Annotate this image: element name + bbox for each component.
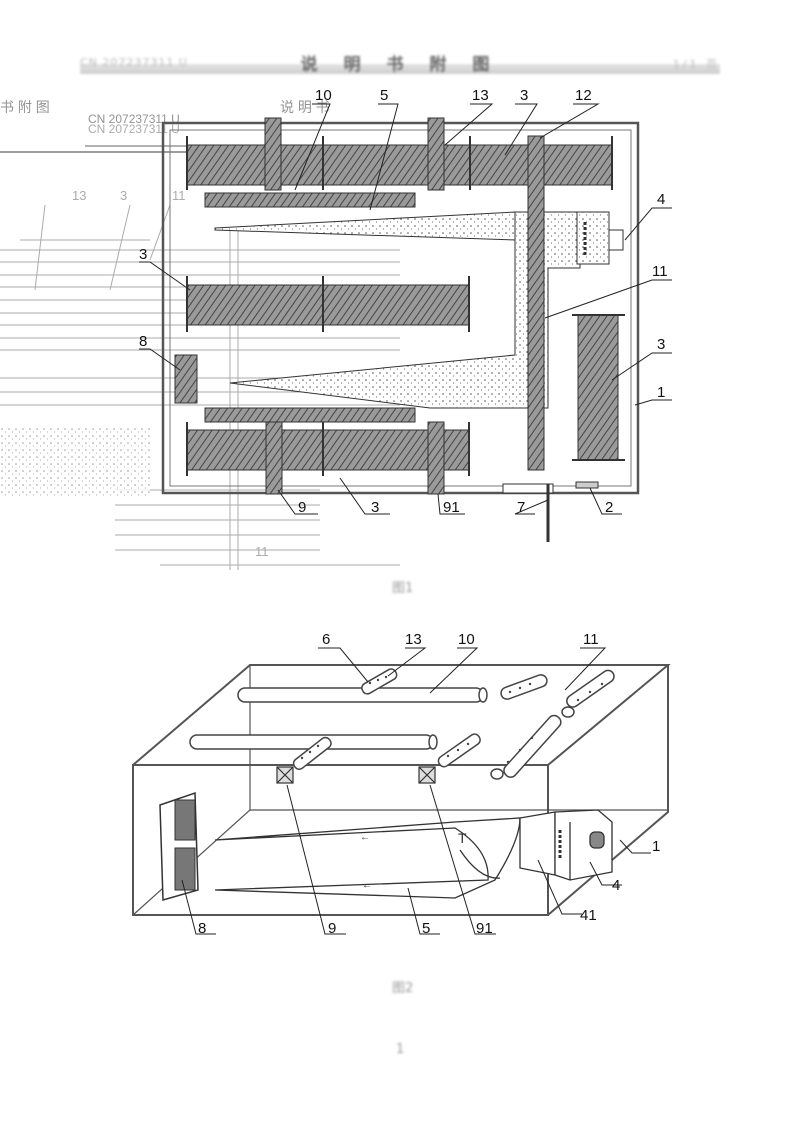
header-page-count: 1/1 页 xyxy=(672,58,720,71)
duct-10-upper xyxy=(204,192,416,208)
fig2-label-10: 10 xyxy=(458,631,475,648)
pipe-bank-bottom xyxy=(186,422,470,476)
ghost-patent-b: CN 207237311 U xyxy=(88,122,180,136)
fig2-label-8: 8 xyxy=(198,920,206,937)
fig1-label-91: 91 xyxy=(443,499,460,516)
fig1-label-10: 10 xyxy=(315,87,332,104)
fig1-label-3-right: 3 xyxy=(657,336,665,353)
pillar-12 xyxy=(527,135,545,471)
fan-91-column xyxy=(427,421,445,495)
fig1-label-8: 8 xyxy=(139,333,147,350)
figure-2-drawing: ← ← T 6 13 10 11 1 4 41 91 5 9 8 xyxy=(132,631,671,937)
fig2-pipe-holes xyxy=(300,675,604,764)
fig2-pipes xyxy=(189,668,615,780)
figure-2-caption: 图2 xyxy=(392,981,414,996)
fig1-label-4: 4 xyxy=(657,191,665,208)
unit-4 xyxy=(576,211,610,265)
fig1-label-1: 1 xyxy=(657,384,665,401)
page-number: 1 xyxy=(396,1042,405,1057)
fig2-label-9: 9 xyxy=(328,920,336,937)
ghost-patent-a: CN 207237311 U xyxy=(88,112,180,126)
fig1-label-5: 5 xyxy=(380,87,388,104)
fig1-label-13: 13 xyxy=(472,87,489,104)
duct-10-lower xyxy=(204,407,416,423)
fig2-unit-4 xyxy=(519,809,613,881)
header-patent-number: CN 207237311 U xyxy=(80,56,188,69)
fig1-label-3-top: 3 xyxy=(520,87,528,104)
fig1-label-12: 12 xyxy=(575,87,592,104)
svg-text:←: ← xyxy=(360,832,370,843)
leader-lines xyxy=(139,103,672,515)
fig2-heater-8 xyxy=(159,791,199,901)
fig1-label-3-left: 3 xyxy=(139,246,147,263)
pipe-bank-right xyxy=(572,314,625,461)
fig1-label-9: 9 xyxy=(298,499,306,516)
fig2-label-4: 4 xyxy=(612,877,620,894)
enclosure-inner xyxy=(169,129,632,487)
ghost-label-13: 13 xyxy=(72,188,86,203)
pipe-7-horizontal xyxy=(502,483,554,494)
door-2 xyxy=(575,481,599,489)
fig2-leader-lines xyxy=(181,647,651,935)
enclosure-outer xyxy=(161,121,640,495)
fan-9-column xyxy=(265,421,283,495)
ghost-label-3: 3 xyxy=(120,188,127,203)
fan-column-top-mid xyxy=(427,117,445,191)
pipe-bank-middle xyxy=(186,276,470,332)
fig2-label-41: 41 xyxy=(580,907,597,924)
fig1-label-3-bottom: 3 xyxy=(371,499,379,516)
fig2-label-6: 6 xyxy=(322,631,330,648)
header-rule xyxy=(80,64,720,74)
ghost-shuo-ming: 说 明 书 xyxy=(280,99,330,115)
ghost-label-11: 11 xyxy=(172,188,186,203)
fig2-label-11: 11 xyxy=(583,631,599,648)
fig2-label-5: 5 xyxy=(422,920,430,937)
unit-4-outlet xyxy=(608,229,624,251)
figure-1-caption: 图1 xyxy=(392,581,414,596)
fig1-label-7: 7 xyxy=(517,499,525,516)
fig2-label-T: T xyxy=(458,830,467,846)
fig1-label-2: 2 xyxy=(605,499,613,516)
ghost-label-11b: 11 xyxy=(255,544,269,559)
fig2-label-1: 1 xyxy=(652,838,660,855)
fig1-label-11: 11 xyxy=(652,263,668,280)
fig2-label-91: 91 xyxy=(476,920,493,937)
fig2-fans xyxy=(276,766,436,784)
fig2-air-channel-5 xyxy=(214,817,521,899)
page-header: CN 207237311 U 说 明 书 附 图 1/1 页 xyxy=(80,50,720,78)
fan-column-top-left xyxy=(264,117,282,191)
header-title: 说 明 书 附 图 xyxy=(300,55,500,75)
figure-1-drawing: 书 附 图 CN 207237311 U CN 207237311 U 说 明 … xyxy=(0,87,672,570)
ghost-fu-tu: 书 附 图 xyxy=(0,99,50,115)
svg-text:←: ← xyxy=(362,880,372,891)
heater-8 xyxy=(174,354,198,404)
fig2-label-13: 13 xyxy=(405,631,422,648)
